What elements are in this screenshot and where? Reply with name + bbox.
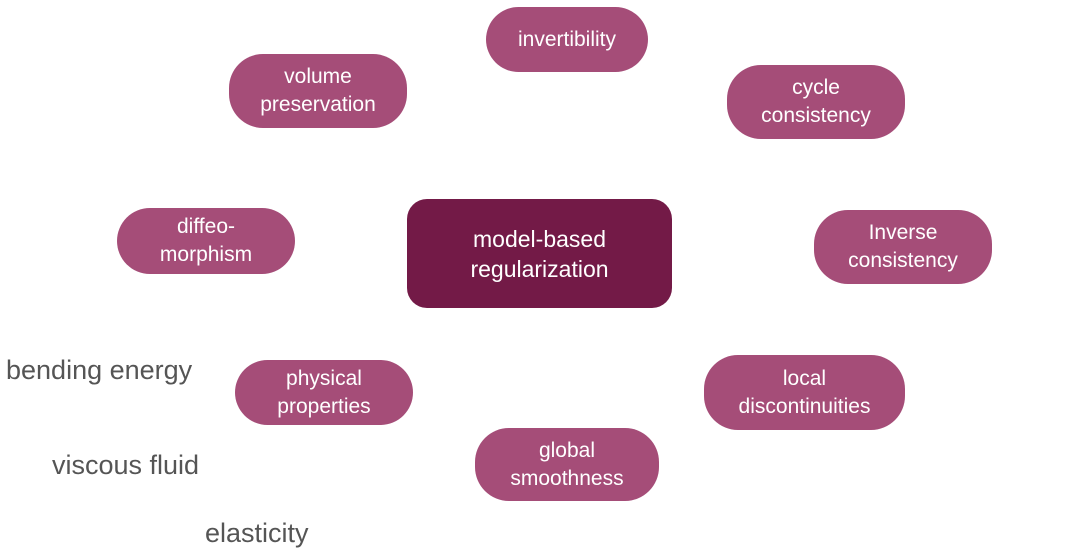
physical-properties-node: physical properties: [235, 360, 413, 425]
cycle-consistency-node: cycle consistency: [727, 65, 905, 139]
invertibility-node: invertibility: [486, 7, 648, 72]
model-based-regularization-node: model-based regularization: [407, 199, 672, 308]
local-discontinuities-node: local discontinuities: [704, 355, 905, 430]
volume-preservation-node: volume preservation: [229, 54, 407, 128]
viscous-fluid-label: viscous fluid: [52, 450, 200, 480]
diffeomorphism-node: diffeo- morphism: [117, 208, 295, 274]
global-smoothness-node: global smoothness: [475, 428, 659, 501]
elasticity-label: elasticity: [205, 518, 309, 548]
inverse-consistency-node: Inverse consistency: [814, 210, 992, 284]
bending-energy-label: bending energy: [6, 355, 193, 385]
